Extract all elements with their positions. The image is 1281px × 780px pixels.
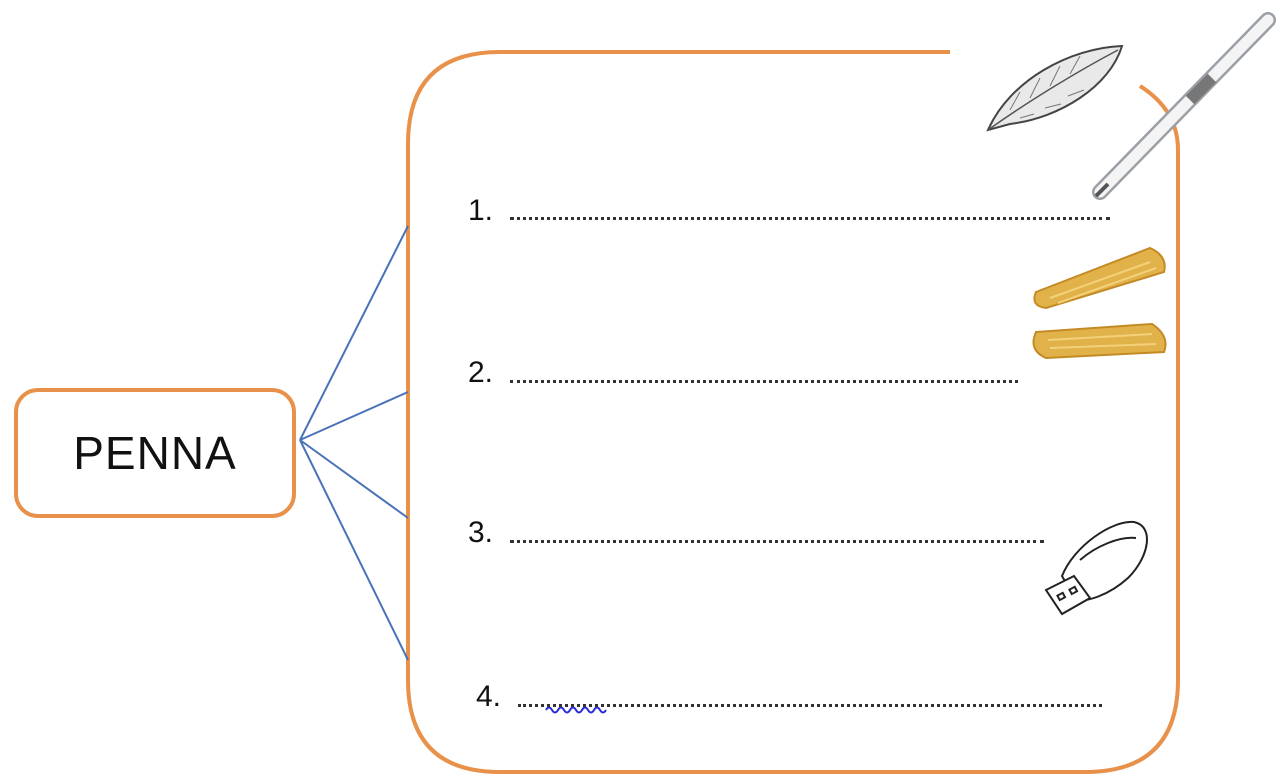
center-node: PENNA: [14, 388, 296, 518]
usb-drive-icon: [1044, 520, 1148, 616]
connector-line-3: [299, 439, 409, 519]
answer-line-4[interactable]: [518, 704, 1102, 707]
answer-line-2-number: 2.: [468, 356, 494, 389]
answer-line-1-number: 1.: [468, 194, 494, 227]
answer-line-2[interactable]: [510, 380, 1018, 383]
connector-line-4: [299, 439, 409, 661]
spellcheck-squiggle: [545, 706, 607, 714]
answer-line-3[interactable]: [510, 540, 1044, 543]
connector-line-2: [299, 391, 409, 441]
pen-icon: [1092, 12, 1276, 200]
answer-line-4-number: 4.: [476, 680, 502, 713]
connector-line-1: [299, 225, 409, 441]
answer-line-3-number: 3.: [468, 516, 494, 549]
feather-icon: [986, 44, 1124, 132]
connector-lines: [299, 225, 409, 661]
center-node-label: PENNA: [73, 427, 237, 479]
answer-card-border: [406, 50, 1180, 774]
penne-pasta-icon: [1032, 246, 1167, 360]
answer-line-1[interactable]: [510, 217, 1110, 220]
